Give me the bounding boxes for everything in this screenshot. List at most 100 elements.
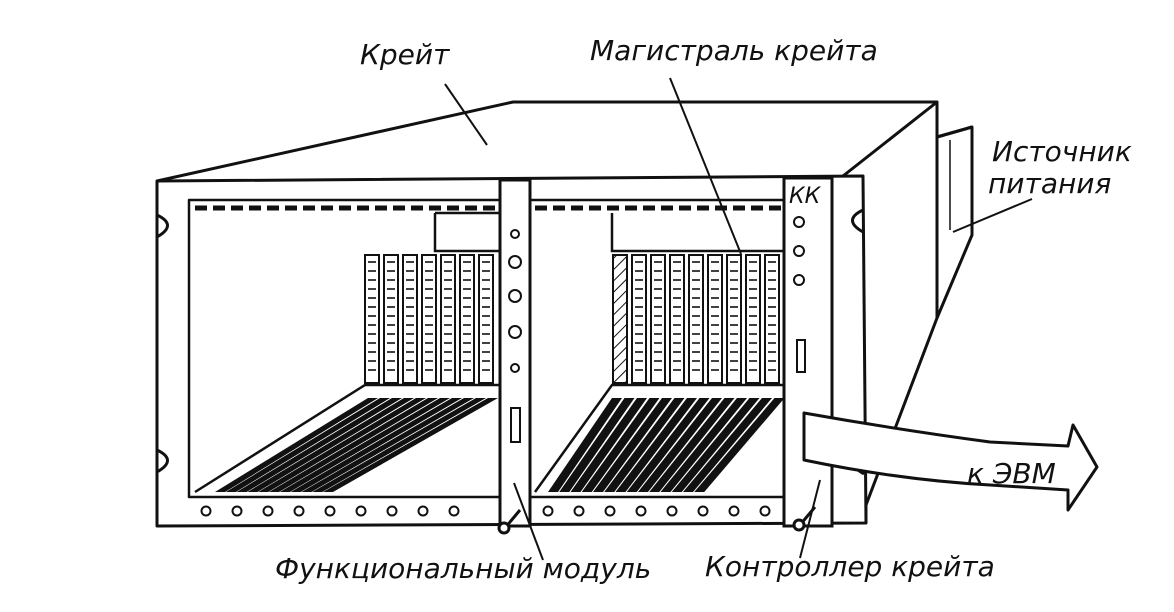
crate-bus-connectors-right <box>631 254 780 384</box>
rail-hole <box>355 505 367 517</box>
rail-hole <box>200 505 212 517</box>
to-computer-label: к ЭВМ <box>967 457 1056 490</box>
crate-controller-label: Контроллер крейта <box>705 550 995 583</box>
crate-controller-panel: КК <box>782 176 834 532</box>
floor-edges <box>194 383 784 494</box>
bus-connector <box>459 254 475 384</box>
indicator-led <box>793 274 805 286</box>
hatched-connector <box>612 254 628 384</box>
floor-stripe <box>615 398 697 492</box>
indicator-led <box>508 255 522 269</box>
bus-connector <box>383 254 399 384</box>
floor-stripe <box>626 398 710 492</box>
bus-connector <box>707 254 723 384</box>
indicator-led <box>793 216 805 228</box>
crate-controller-short-label: КК <box>789 184 822 209</box>
bus-connector <box>669 254 685 384</box>
right-ear-notch-top <box>851 208 864 234</box>
bus-connector <box>440 254 456 384</box>
bus-connector <box>402 254 418 384</box>
bus-connector <box>478 254 494 384</box>
functional-module-label: Функциональный модуль <box>275 552 651 585</box>
floor-stripe <box>323 398 498 492</box>
floor-stripe <box>548 398 622 492</box>
rail-hole <box>448 505 460 517</box>
floor-stripe <box>638 398 722 492</box>
floor-stripe <box>236 398 402 492</box>
floor-stripe <box>225 398 390 492</box>
rail-hole <box>231 505 243 517</box>
bus-connector <box>726 254 742 384</box>
leader-crate-controller <box>799 479 821 559</box>
floor-guide-stripes-right <box>548 398 785 492</box>
functional-module-handle <box>497 509 522 535</box>
floor-stripe <box>581 398 660 492</box>
indicator-led <box>793 245 805 257</box>
bus-connector <box>745 254 761 384</box>
indicator-led <box>508 325 522 339</box>
rail-hole <box>666 505 678 517</box>
rail-hole <box>293 505 305 517</box>
rail-hole <box>386 505 398 517</box>
functional-module-panel <box>497 178 532 535</box>
floor-stripe <box>301 398 474 492</box>
back-panel <box>433 211 784 253</box>
crate-controller-indicators <box>793 216 805 286</box>
rail-hole <box>635 505 647 517</box>
bus-connector <box>364 254 380 384</box>
leader-crate-bus <box>669 77 742 255</box>
rail-hole <box>573 505 585 517</box>
crate-label: Крейт <box>360 38 450 71</box>
cable-to-computer-arrow <box>802 411 1099 512</box>
floor-stripe <box>312 398 486 492</box>
indicator-led <box>510 363 520 373</box>
rail-hole <box>697 505 709 517</box>
indicator-led <box>510 229 520 239</box>
floor-stripe <box>671 398 760 492</box>
leader-functional-module <box>513 482 544 561</box>
floor-stripe <box>649 398 735 492</box>
rail-hole <box>759 505 771 517</box>
floor-stripe <box>694 398 785 492</box>
left-ear-notch-bottom <box>156 448 169 474</box>
power-source-label-line1: Источник <box>992 135 1132 168</box>
functional-module-indicators <box>508 229 522 373</box>
floor-guide-stripes-left <box>215 398 498 492</box>
floor-stripe <box>279 398 450 492</box>
crate-top-surface <box>156 100 939 183</box>
floor-stripe <box>215 398 378 492</box>
floor-stripe <box>593 398 672 492</box>
floor-stripe <box>290 398 462 492</box>
rail-hole <box>417 505 429 517</box>
bus-connector <box>650 254 666 384</box>
rail-hole <box>324 505 336 517</box>
floor-stripe <box>604 398 685 492</box>
floor-stripe <box>660 398 747 492</box>
functional-module-slot <box>510 407 521 443</box>
power-source-label-line2: питания <box>988 167 1111 200</box>
leader-lines <box>444 77 1033 561</box>
floor-stripe <box>247 398 414 492</box>
leader-power-source <box>952 198 1033 233</box>
rail-hole <box>262 505 274 517</box>
rail-hole <box>542 505 554 517</box>
left-ear-notch-top <box>156 213 169 239</box>
indicator-led <box>508 289 522 303</box>
crate-bus-label: Магистраль крейта <box>590 34 878 67</box>
leader-crate <box>444 83 488 146</box>
floor-stripe <box>269 398 438 492</box>
crate-controller-slot <box>796 339 806 373</box>
bus-connector <box>764 254 780 384</box>
floor-stripe <box>559 398 635 492</box>
floor-stripe <box>683 398 772 492</box>
bus-connector <box>421 254 437 384</box>
bus-connector <box>688 254 704 384</box>
floor-stripe <box>258 398 426 492</box>
floor-stripe <box>570 398 647 492</box>
rail-hole <box>728 505 740 517</box>
crate-bus-connectors-left <box>364 254 494 384</box>
power-supply-box <box>935 125 974 320</box>
rail-hole <box>604 505 616 517</box>
